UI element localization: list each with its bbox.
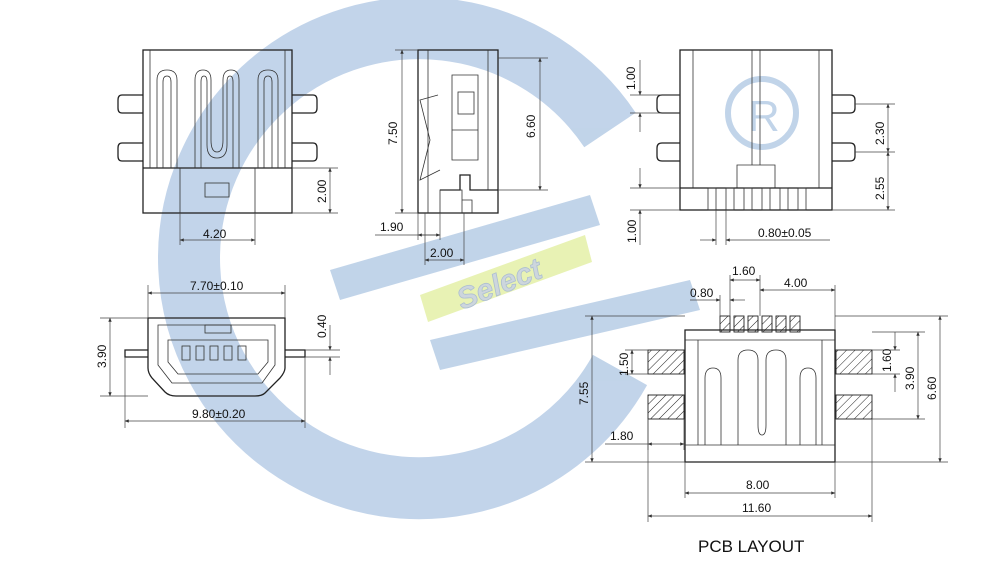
- dim-side-total-height: 7.50: [386, 121, 400, 145]
- dim-front-height: 3.90: [95, 344, 109, 368]
- dim-pcb-pad-gap: 1.60: [880, 348, 894, 372]
- dim-front-top-width: 7.70±0.10: [190, 279, 244, 293]
- dim-top-tab-height: 2.00: [315, 179, 329, 203]
- dim-side-offset: 1.90: [380, 220, 404, 234]
- dim-front-tab-thickness: 0.40: [315, 314, 329, 338]
- dim-pcb-total-height: 6.60: [925, 376, 939, 400]
- watermark-green-band: [420, 235, 592, 322]
- dim-side-inner-height: 6.60: [524, 114, 538, 138]
- dim-side-lead: 2.00: [430, 246, 454, 260]
- watermark-swoosh-lower: [430, 280, 700, 370]
- dim-rear-lower-height: 2.55: [873, 176, 887, 200]
- dim-pcb-mid-height: 3.90: [903, 366, 917, 390]
- dim-pcb-pin-span: 1.60: [732, 264, 756, 278]
- watermark-swoosh-upper: [330, 195, 600, 300]
- dim-pcb-overall-height: 7.55: [577, 381, 591, 405]
- rear-view: 1.00 2.30 2.55 1.00 0.80±0.05: [624, 49, 895, 245]
- watermark-registered-circle: [725, 76, 799, 150]
- dim-front-total-width: 9.80±0.20: [192, 407, 246, 421]
- dim-pcb-right-span: 4.00: [784, 276, 808, 290]
- dim-pcb-body-width: 8.00: [746, 478, 770, 492]
- top-view: 4.20 2.00: [117, 49, 338, 245]
- dim-rear-pin-pitch: 0.80±0.05: [758, 226, 812, 240]
- watermark-registered-letter: R: [748, 92, 780, 141]
- dim-rear-pin-height: 1.00: [625, 219, 639, 243]
- dim-rear-tab-pitch: 2.30: [873, 121, 887, 145]
- dim-pcb-pad-height: 1.50: [617, 352, 631, 376]
- pcb-layout: 1.60 4.00 0.80 1.50 7.55 1.80 1.60 3.90: [577, 264, 948, 556]
- side-view: 7.50 6.60 1.90 2.00: [375, 49, 548, 265]
- dim-pcb-pitch: 0.80: [690, 286, 714, 300]
- watermark-ring: [158, 0, 648, 520]
- dim-pcb-total-width: 11.60: [742, 501, 771, 515]
- dim-pcb-pad-width: 1.80: [610, 429, 634, 443]
- dim-top-bottom-width: 4.20: [203, 227, 227, 241]
- dim-rear-top-tab: 1.00: [624, 66, 638, 90]
- pcb-layout-title: PCB LAYOUT: [698, 537, 804, 556]
- front-view: 7.70±0.10 3.90 0.40 9.80±0.20: [95, 279, 340, 428]
